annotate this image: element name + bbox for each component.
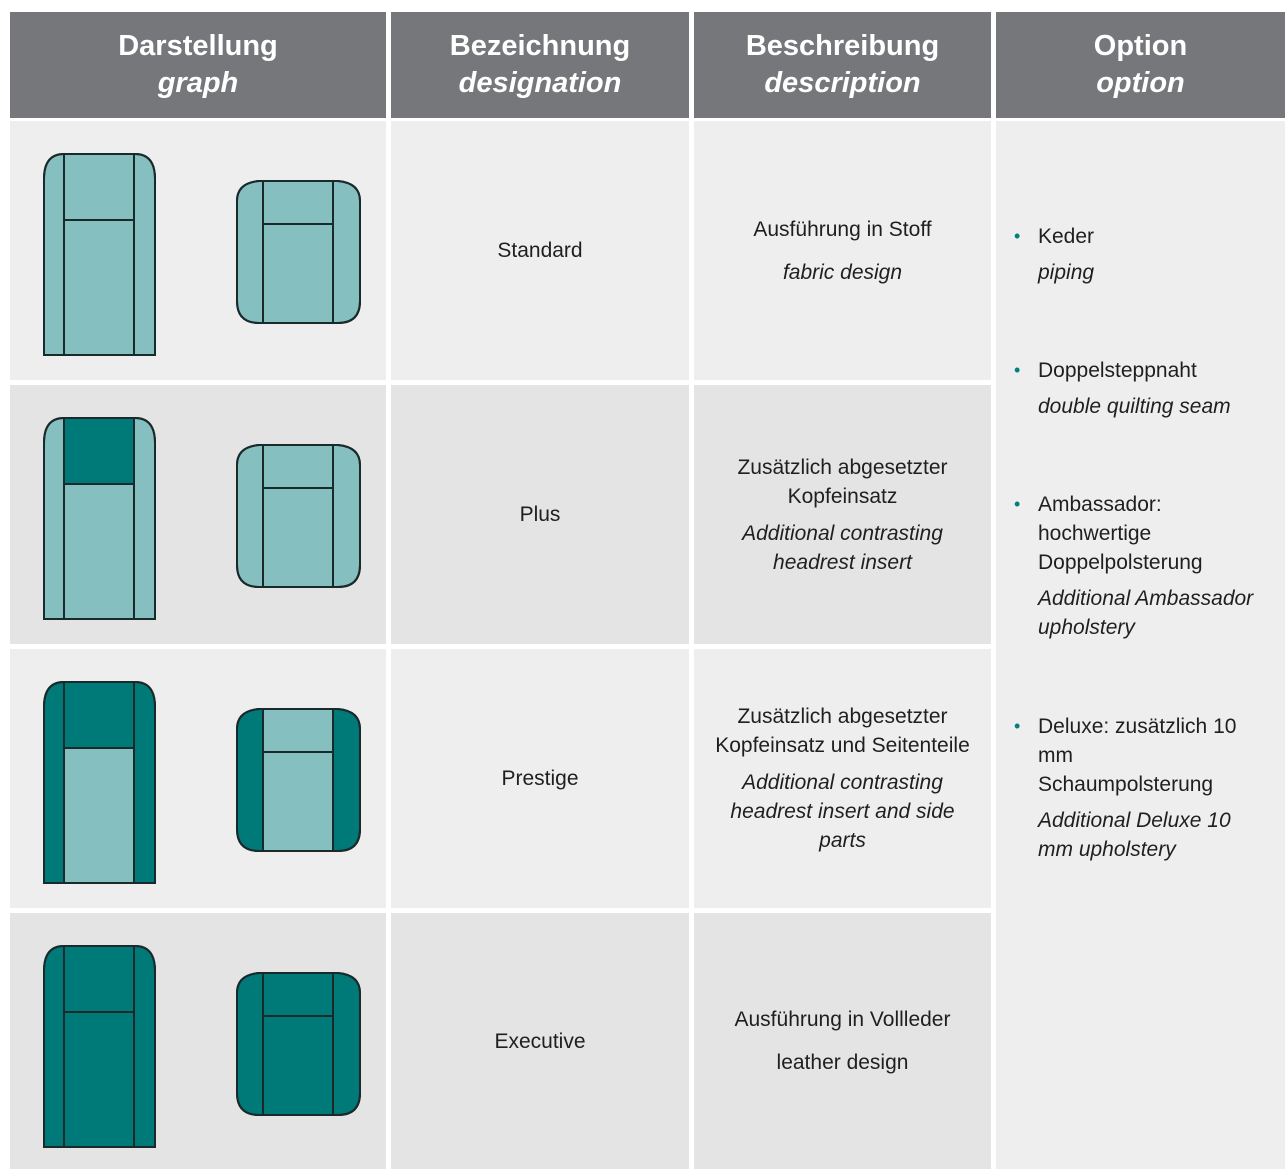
description-en-prestige: Additional contrasting headrest insert a… (730, 771, 955, 852)
bullet-icon: • (1014, 494, 1021, 514)
option-de: Ambassador: hochwertige Doppelpolsterung (1038, 493, 1203, 574)
cushion-center-panel (263, 182, 333, 323)
option-de: Keder (1038, 225, 1095, 248)
header-option-en: option (1096, 67, 1185, 99)
description-cell-executive: Ausführung in Vollleder leather design (694, 913, 991, 1169)
header-description: Beschreibung description (694, 12, 991, 118)
designation-cell-executive: Executive (391, 913, 689, 1169)
designation-cell-plus: Plus (391, 385, 689, 644)
backrest-border (43, 945, 156, 1148)
option-item-piping: • Keder piping (1014, 222, 1282, 287)
designation-cell-prestige: Prestige (391, 649, 689, 908)
designation-cell-standard: Standard (391, 121, 689, 380)
description-cell-standard: Ausführung in Stoff fabric design (694, 121, 991, 380)
cushion-border (236, 708, 361, 852)
backrest-head-panel (64, 418, 134, 484)
backrest-border (43, 417, 156, 620)
backrest-border (43, 153, 156, 356)
header-option: Option option (996, 12, 1285, 118)
option-en: double quilting seam (1038, 395, 1231, 418)
header-description-en: description (764, 67, 921, 99)
designation-executive: Executive (494, 1029, 586, 1053)
header-designation-de: Bezeichnung (449, 30, 631, 62)
designation-standard: Standard (497, 239, 583, 262)
description-en-standard: fabric design (782, 260, 903, 284)
backrest-border (43, 681, 156, 884)
backrest-head-panel (64, 154, 134, 220)
header-option-de: Option (1093, 30, 1188, 62)
designation-plus: Plus (519, 503, 561, 526)
backrest-body-panel (64, 484, 134, 619)
backrest-body-panel (64, 1012, 134, 1147)
description-de-executive: Ausführung in Vollleder (734, 1008, 951, 1031)
backrest-head-panel (64, 946, 134, 1012)
cushion-center-panel (263, 446, 333, 587)
option-item-ambassador: • Ambassador: hochwertige Doppelpolsteru… (1014, 490, 1282, 642)
cushion-center-panel (263, 974, 333, 1115)
option-item-deluxe: • Deluxe: zusätzlich 10 mm Schaumpolster… (1014, 712, 1282, 864)
description-en-plus: Additional contrasting headrest insert (742, 521, 943, 574)
designation-prestige: Prestige (501, 767, 579, 790)
option-en: Additional Deluxe 10 mm upholstery (1038, 809, 1231, 861)
header-graph: Darstellung graph (10, 12, 386, 118)
backrest-body-panel (64, 220, 134, 355)
option-item-quilting: • Doppelsteppnaht double quilting seam (1014, 356, 1282, 421)
option-de: Doppelsteppnaht (1038, 359, 1197, 382)
description-cell-prestige: Zusätzlich abgesetzter Kopfeinsatz und S… (694, 649, 991, 908)
description-de-plus: Zusätzlich abgesetzter Kopfeinsatz (737, 455, 948, 508)
bullet-icon: • (1014, 226, 1021, 246)
backrest-body-panel (64, 748, 134, 883)
cushion-border (236, 180, 361, 324)
description-en-executive: leather design (776, 1051, 909, 1074)
description-cell-plus: Zusätzlich abgesetzter Kopfeinsatz Addit… (694, 385, 991, 644)
header-graph-en: graph (157, 67, 239, 99)
header-description-de: Beschreibung (745, 30, 940, 62)
option-en: Additional Ambassador upholstery (1038, 587, 1254, 639)
option-cell: • Keder piping • Doppelsteppnaht double … (996, 121, 1285, 1169)
option-en: piping (1038, 261, 1095, 284)
option-de: Deluxe: zusätzlich 10 mm Schaumpolsterun… (1038, 715, 1237, 796)
seat-graphics (43, 153, 361, 1148)
cushion-border (236, 972, 361, 1116)
header-designation-en: designation (458, 67, 622, 99)
description-de-prestige: Zusätzlich abgesetzter Kopfeinsatz und S… (715, 705, 970, 757)
cushion-center-panel (263, 710, 333, 851)
backrest-head-panel (64, 682, 134, 748)
cushion-border (236, 444, 361, 588)
bullet-icon: • (1014, 360, 1021, 380)
bullet-icon: • (1014, 716, 1021, 736)
header-designation: Bezeichnung designation (391, 12, 689, 118)
header-graph-de: Darstellung (118, 30, 278, 62)
description-de-standard: Ausführung in Stoff (753, 217, 932, 241)
